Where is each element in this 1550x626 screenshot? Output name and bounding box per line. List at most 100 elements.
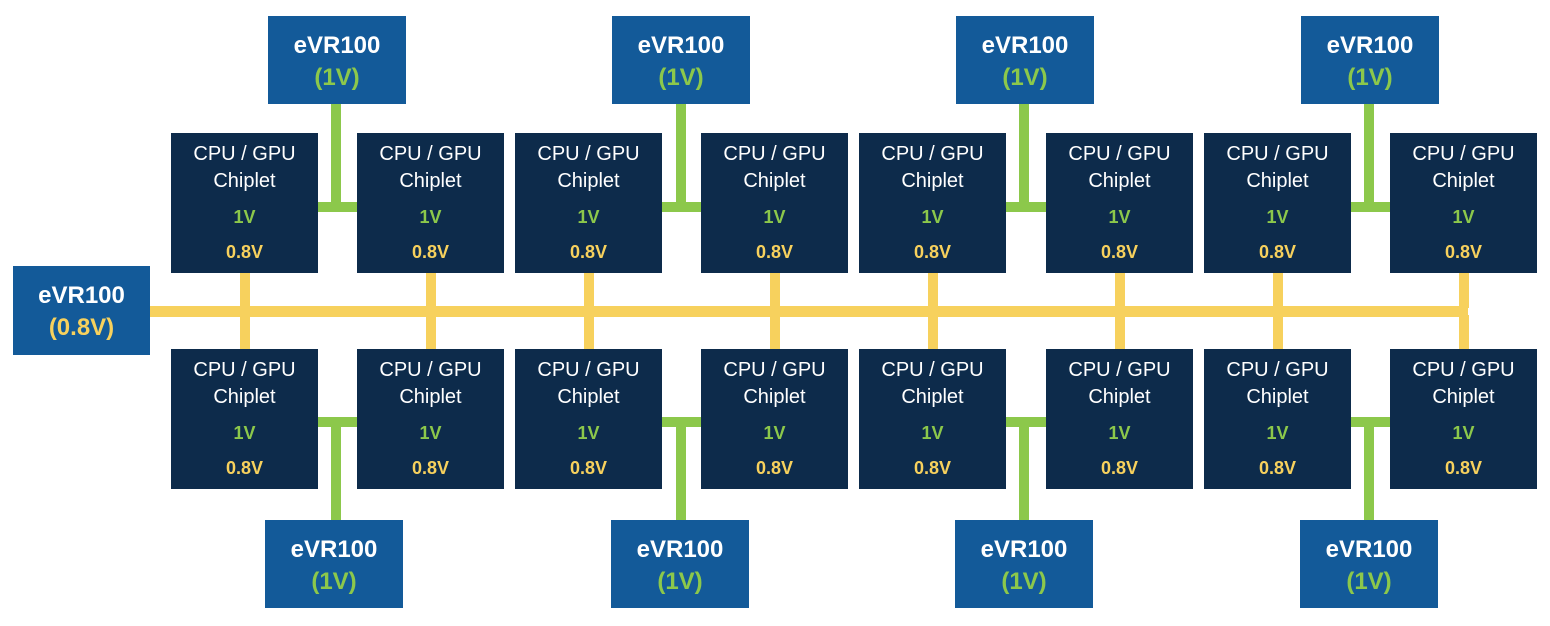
chiplet-voltage-0-8v: 0.8V [913, 458, 952, 478]
chiplet-label: Chiplet [399, 170, 462, 192]
chiplet-label: Chiplet [1432, 170, 1495, 192]
rail-0-8v-drop-top-2 [426, 272, 436, 308]
top-evr-3: eVR100 (1V) [956, 16, 1094, 104]
chiplet-voltage-0-8v: 0.8V [755, 242, 794, 262]
chiplet-top-5: CPU / GPU Chiplet 1V 0.8V [859, 133, 1006, 273]
chiplet-voltage-1v: 1V [921, 423, 944, 443]
chiplet-voltage-0-8v: 0.8V [1444, 242, 1483, 262]
evr-name: eVR100 [636, 536, 724, 563]
chiplet-voltage-0-8v: 0.8V [1258, 458, 1297, 478]
rail-1v-top-stem-1 [331, 104, 341, 208]
chiplet-label: Chiplet [901, 386, 964, 408]
rail-1v-bottom-stem-4 [1364, 417, 1374, 521]
chiplet-voltage-1v: 1V [577, 207, 600, 227]
chiplet-voltage-0-8v: 0.8V [913, 242, 952, 262]
rail-0-8v-drop-bottom-2 [426, 315, 436, 353]
main-evr-0-8v: eVR100(0.8V) [13, 266, 150, 355]
top-evr-1: eVR100(1V) [268, 16, 406, 104]
chiplet-voltage-1v: 1V [763, 207, 786, 227]
rail-0-8v-drop-bottom-8 [1459, 315, 1469, 353]
evr-voltage: (1V) [1001, 568, 1047, 595]
chiplet-voltage-1v: 1V [577, 423, 600, 443]
chiplet-type: CPU / GPU [1412, 143, 1515, 165]
chiplet-voltage-1v: 1V [1266, 207, 1289, 227]
chiplet-label: Chiplet [1246, 386, 1309, 408]
chiplet-voltage-0-8v: 0.8V [1258, 242, 1297, 262]
rail-0-8v-drop-bottom-1 [240, 315, 250, 353]
chiplet-label: Chiplet [1432, 386, 1495, 408]
chiplet-voltage-1v: 1V [419, 207, 442, 227]
chiplet-voltage-1v: 1V [233, 207, 256, 227]
rail-0-8v-horizontal [150, 306, 1468, 317]
chiplet-label: Chiplet [743, 170, 806, 192]
bottom-evr-1: eVR100(1V) [265, 520, 403, 608]
rail-1v-top-bar-1 [318, 202, 357, 212]
chiplet-voltage-0-8v: 0.8V [411, 458, 450, 478]
chiplet-type: CPU / GPU [1068, 143, 1171, 165]
rail-0-8v-drop-top-8 [1459, 272, 1469, 308]
chiplet-type: CPU / GPU [1226, 143, 1329, 165]
rail-0-8v-drop-bottom-6 [1115, 315, 1125, 353]
chiplet-type: CPU / GPU [193, 359, 296, 381]
chiplet-type: CPU / GPU [723, 143, 826, 165]
chiplet-label: Chiplet [743, 386, 806, 408]
chiplet-voltage-0-8v: 0.8V [1100, 242, 1139, 262]
rail-1v-top-stem-3 [1019, 104, 1029, 208]
chiplet-voltage-0-8v: 0.8V [225, 458, 264, 478]
chiplet-label: Chiplet [901, 170, 964, 192]
chiplet-type: CPU / GPU [537, 359, 640, 381]
chiplet-type: CPU / GPU [723, 359, 826, 381]
chiplet-label: Chiplet [213, 170, 276, 192]
rail-0-8v-drop-top-7 [1273, 272, 1283, 308]
chiplet-voltage-0-8v: 0.8V [1100, 458, 1139, 478]
evr-name: eVR100 [980, 536, 1068, 563]
evr-name: eVR100 [981, 32, 1069, 59]
chiplet-voltage-0-8v: 0.8V [411, 242, 450, 262]
chiplet-type: CPU / GPU [1068, 359, 1171, 381]
rail-0-8v-drop-top-4 [770, 272, 780, 308]
rail-0-8v-drop-top-6 [1115, 272, 1125, 308]
chiplet-type: CPU / GPU [881, 143, 984, 165]
chiplet-voltage-0-8v: 0.8V [225, 242, 264, 262]
chiplet-label: Chiplet [213, 386, 276, 408]
rail-1v-top-stem-2 [676, 104, 686, 208]
chiplet-voltage-1v: 1V [1266, 423, 1289, 443]
bottom-evr-2: eVR100(1V) [611, 520, 749, 608]
rail-0-8v-drop-top-1 [240, 272, 250, 308]
rail-0-8v-drop-top-3 [584, 272, 594, 308]
rail-1v-top-bar-2 [662, 202, 701, 212]
rail-1v-bottom-stem-3 [1019, 417, 1029, 521]
chiplet-type: CPU / GPU [379, 143, 482, 165]
chiplet-voltage-1v: 1V [1452, 423, 1475, 443]
rail-1v-top-bar-3 [1006, 202, 1046, 212]
chiplet-type: CPU / GPU [379, 359, 482, 381]
rail-1v-top-bar-4 [1351, 202, 1390, 212]
chiplet-voltage-0-8v: 0.8V [1444, 458, 1483, 478]
evr-voltage: (0.8V) [48, 314, 115, 341]
evr-voltage: (1V) [311, 568, 357, 595]
evr-name: eVR100 [1325, 536, 1413, 563]
rail-0-8v-drop-bottom-7 [1273, 315, 1283, 353]
rail-0-8v-drop-bottom-4 [770, 315, 780, 353]
chiplet-voltage-0-8v: 0.8V [569, 242, 608, 262]
evr-name: eVR100 [1326, 32, 1414, 59]
chiplet-voltage-1v: 1V [921, 207, 944, 227]
chiplet-voltage-1v: 1V [233, 423, 256, 443]
chiplet-top-2: CPU / GPU Chiplet 1V 0.8V [357, 133, 504, 273]
chiplet-voltage-0-8v: 0.8V [755, 458, 794, 478]
evr-voltage: (1V) [1346, 568, 1392, 595]
evr-voltage: (1V) [1002, 64, 1048, 91]
chiplet-voltage-1v: 1V [1108, 207, 1131, 227]
chiplet-label: Chiplet [557, 170, 620, 192]
chiplet-type: CPU / GPU [881, 359, 984, 381]
